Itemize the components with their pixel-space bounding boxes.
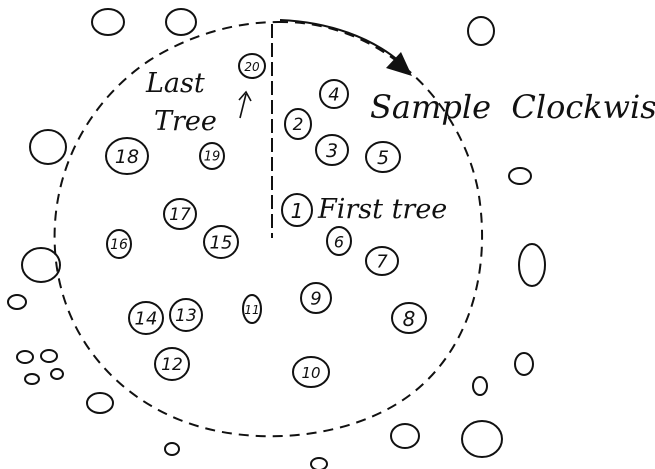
outside-tree [21,247,61,283]
tree-11: 11 [242,294,262,324]
svg-text:11: 11 [244,303,259,317]
tree-18: 18 [105,137,149,175]
label-sample-clockwise: Sample Clockwise [370,88,655,126]
outside-tree [390,423,420,449]
outside-tree [508,167,532,185]
tree-14: 14 [128,301,164,335]
clockwise-arrowhead-icon [386,52,412,76]
svg-text:4: 4 [328,85,339,106]
svg-text:9: 9 [310,289,321,310]
outside-tree [310,457,328,469]
outside-tree [40,349,58,363]
outside-tree [467,16,495,46]
clockwise-arrow [279,19,401,63]
svg-text:1: 1 [291,199,304,223]
svg-text:3: 3 [326,140,338,162]
outside-trees [7,8,546,469]
outside-tree [518,243,546,287]
svg-text:18: 18 [115,146,139,168]
plot-boundary-dashed [53,20,484,438]
label-first-tree: First tree [317,194,447,225]
svg-text:2: 2 [293,115,304,135]
svg-text:14: 14 [135,309,158,330]
tree-17: 17 [163,198,197,230]
tree-12: 12 [154,347,190,381]
tree-1: 1 [281,193,313,227]
svg-text:6: 6 [334,233,344,252]
tree-10: 10 [292,356,330,388]
tree-20: 20 [238,53,266,79]
svg-text:15: 15 [210,233,233,254]
outside-tree [50,368,64,380]
tree-6: 6 [326,226,352,256]
svg-text:17: 17 [169,205,191,225]
tree-8: 8 [391,302,427,334]
tree-16: 16 [106,229,132,259]
tree-3: 3 [315,134,349,166]
outside-tree [165,8,197,36]
last-tree-pointer-arrow [239,93,247,119]
tree-7: 7 [365,246,399,276]
numbered-trees: 1 2 3 4 5 6 7 8 [105,53,427,388]
outside-tree [86,392,114,414]
outside-tree [24,373,40,385]
svg-text:16: 16 [110,237,128,253]
svg-text:19: 19 [204,150,221,165]
tree-2: 2 [284,108,312,140]
outside-tree [461,420,503,458]
tree-15: 15 [203,225,239,259]
svg-text:5: 5 [377,147,389,169]
svg-text:8: 8 [403,307,416,331]
last-tree-pointer-arrowhead [238,90,252,102]
svg-text:12: 12 [161,355,183,375]
label-tree: Tree [154,106,217,137]
outside-tree [164,442,180,456]
outside-tree [7,294,27,310]
tree-13: 13 [169,298,203,332]
label-last: Last [145,68,205,99]
outside-tree [29,129,67,165]
svg-text:7: 7 [376,252,388,273]
outside-tree [472,376,488,396]
tree-4: 4 [319,79,349,109]
svg-text:13: 13 [175,306,197,326]
outside-tree [514,352,534,376]
svg-text:10: 10 [301,364,320,382]
outside-tree [91,8,125,36]
tree-19: 19 [199,142,225,170]
outside-tree [16,350,34,364]
svg-text:20: 20 [244,60,260,74]
tree-9: 9 [300,282,332,314]
tree-5: 5 [365,141,401,173]
